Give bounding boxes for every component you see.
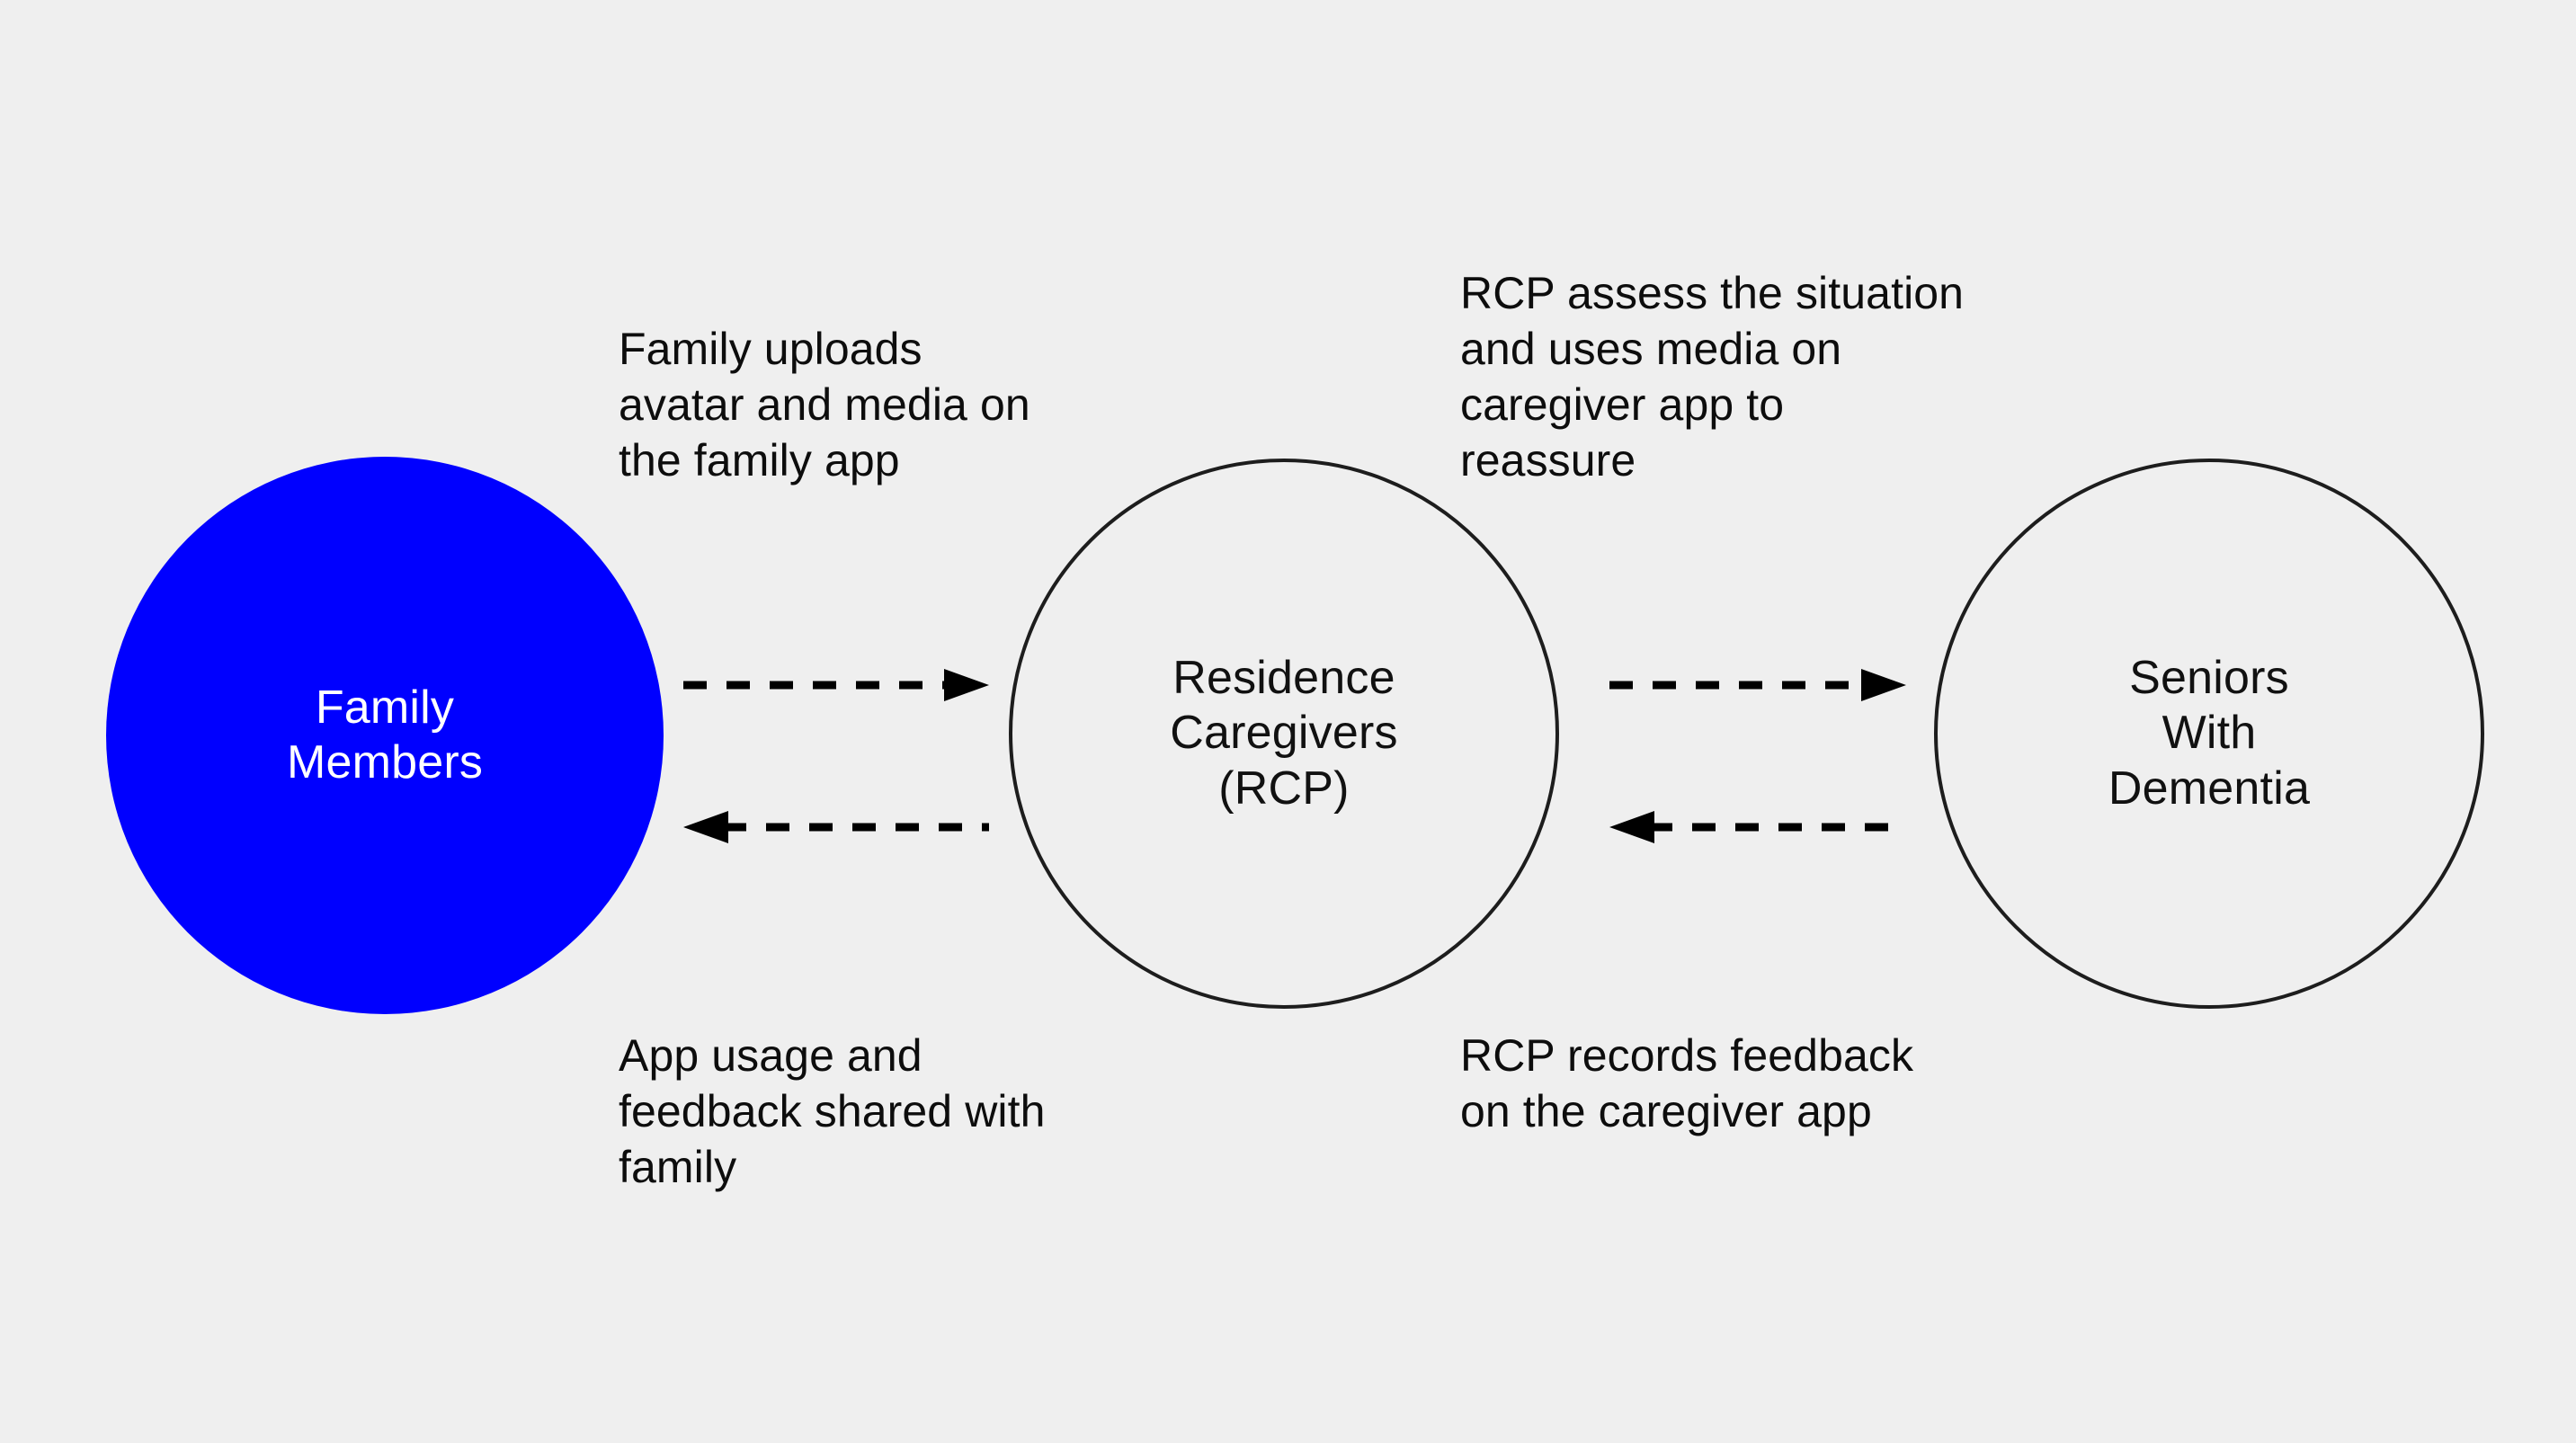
arrowhead-right-icon <box>1861 669 1906 701</box>
edge-label-rcp-to-family: App usage and feedback shared with famil… <box>619 1030 1046 1192</box>
arrow-rcp-to-seniors <box>1609 667 1906 703</box>
arrowhead-left-icon <box>1609 811 1654 843</box>
arrow-rcp-to-family <box>683 809 989 845</box>
arrow-seniors-to-rcp <box>1609 809 1906 845</box>
node-seniors-with-dementia-label: Seniors With Dementia <box>2108 651 2311 815</box>
node-seniors-with-dementia[interactable]: Seniors With Dementia <box>1934 459 2484 1009</box>
node-residence-caregivers-label: Residence Caregivers (RCP) <box>1170 651 1398 815</box>
edge-label-family-to-rcp: Family uploads avatar and media on the f… <box>619 324 1030 485</box>
edge-label-rcp-to-seniors: RCP assess the situation and uses media … <box>1460 268 1965 485</box>
arrowhead-left-icon <box>683 811 728 843</box>
node-residence-caregivers[interactable]: Residence Caregivers (RCP) <box>1009 459 1559 1009</box>
arrow-family-to-rcp <box>683 667 989 703</box>
edge-label-seniors-to-rcp: RCP records feedback on the caregiver ap… <box>1460 1030 1914 1136</box>
node-family-members[interactable]: Family Members <box>106 457 664 1014</box>
node-family-members-label: Family Members <box>286 681 484 788</box>
arrowhead-right-icon <box>944 669 989 701</box>
